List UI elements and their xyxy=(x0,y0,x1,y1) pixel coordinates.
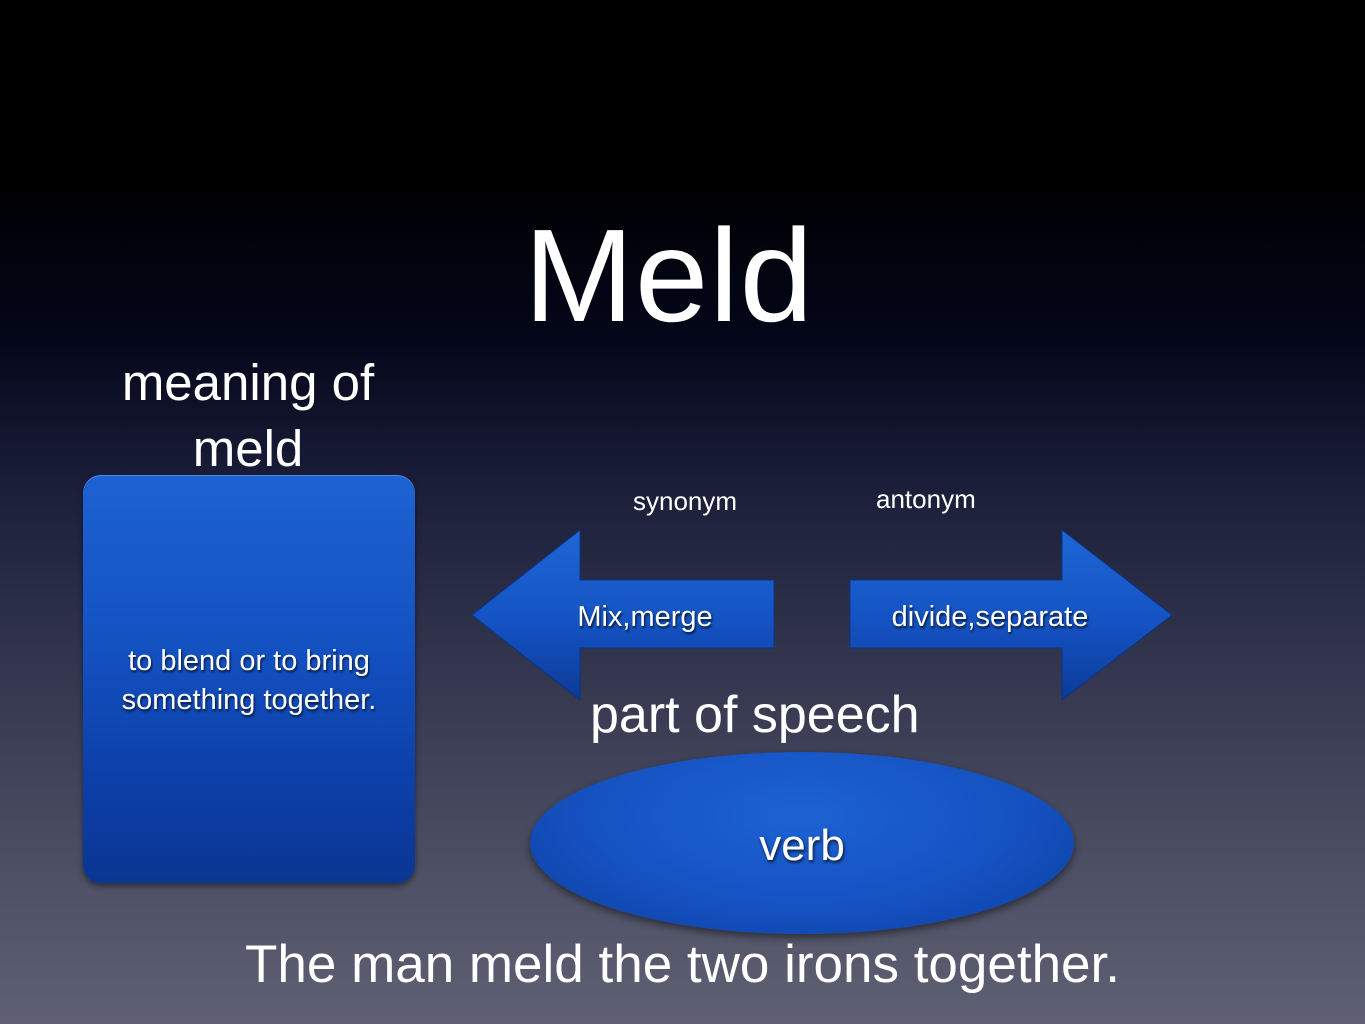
antonym-label: antonym xyxy=(876,484,976,514)
antonym-words: divide,separate xyxy=(891,601,1089,633)
meaning-heading: meaning of meld xyxy=(121,354,375,477)
part-of-speech-heading: part of speech xyxy=(590,686,920,744)
definition-text: to blend or to bring something together. xyxy=(121,645,377,716)
definition-box: to blend or to bring something together. xyxy=(83,475,415,883)
example-sentence: The man meld the two irons together. xyxy=(245,935,1120,994)
synonym-label: synonym xyxy=(633,486,738,516)
synonym-words: Mix,merge xyxy=(577,601,713,633)
slide-title: Meld xyxy=(523,202,815,349)
left-arrow-icon xyxy=(471,528,775,702)
part-of-speech-value: verb xyxy=(759,821,845,870)
right-arrow-icon xyxy=(849,528,1173,702)
part-of-speech-ellipse xyxy=(530,752,1074,934)
